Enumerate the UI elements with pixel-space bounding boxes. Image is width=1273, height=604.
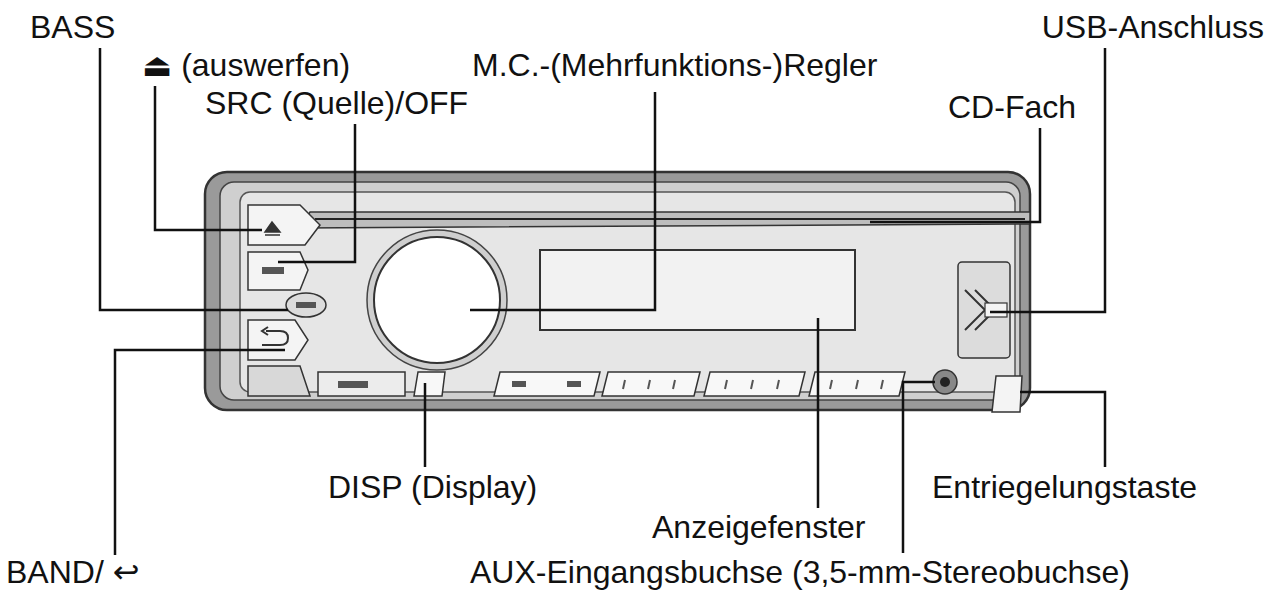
part-label: AUX-Eingangsbuchse (3,5-mm-Stereobuchse) bbox=[470, 553, 1130, 591]
part-label: Anzeigefenster bbox=[652, 508, 865, 546]
part-label: USB-Anschluss bbox=[1042, 8, 1264, 46]
part-label: BAND/ ↩ bbox=[6, 553, 140, 591]
part-label: DISP (Display) bbox=[328, 468, 537, 506]
part-label: CD-Fach bbox=[948, 88, 1076, 126]
part-label: Entriegelungstaste bbox=[932, 468, 1197, 506]
part-label: ⏏ (auswerfen) bbox=[142, 46, 350, 84]
part-label: SRC (Quelle)/OFF bbox=[205, 84, 468, 122]
part-label: M.C.-(Mehrfunktions-)Regler bbox=[472, 46, 877, 84]
part-label: BASS bbox=[30, 8, 115, 46]
